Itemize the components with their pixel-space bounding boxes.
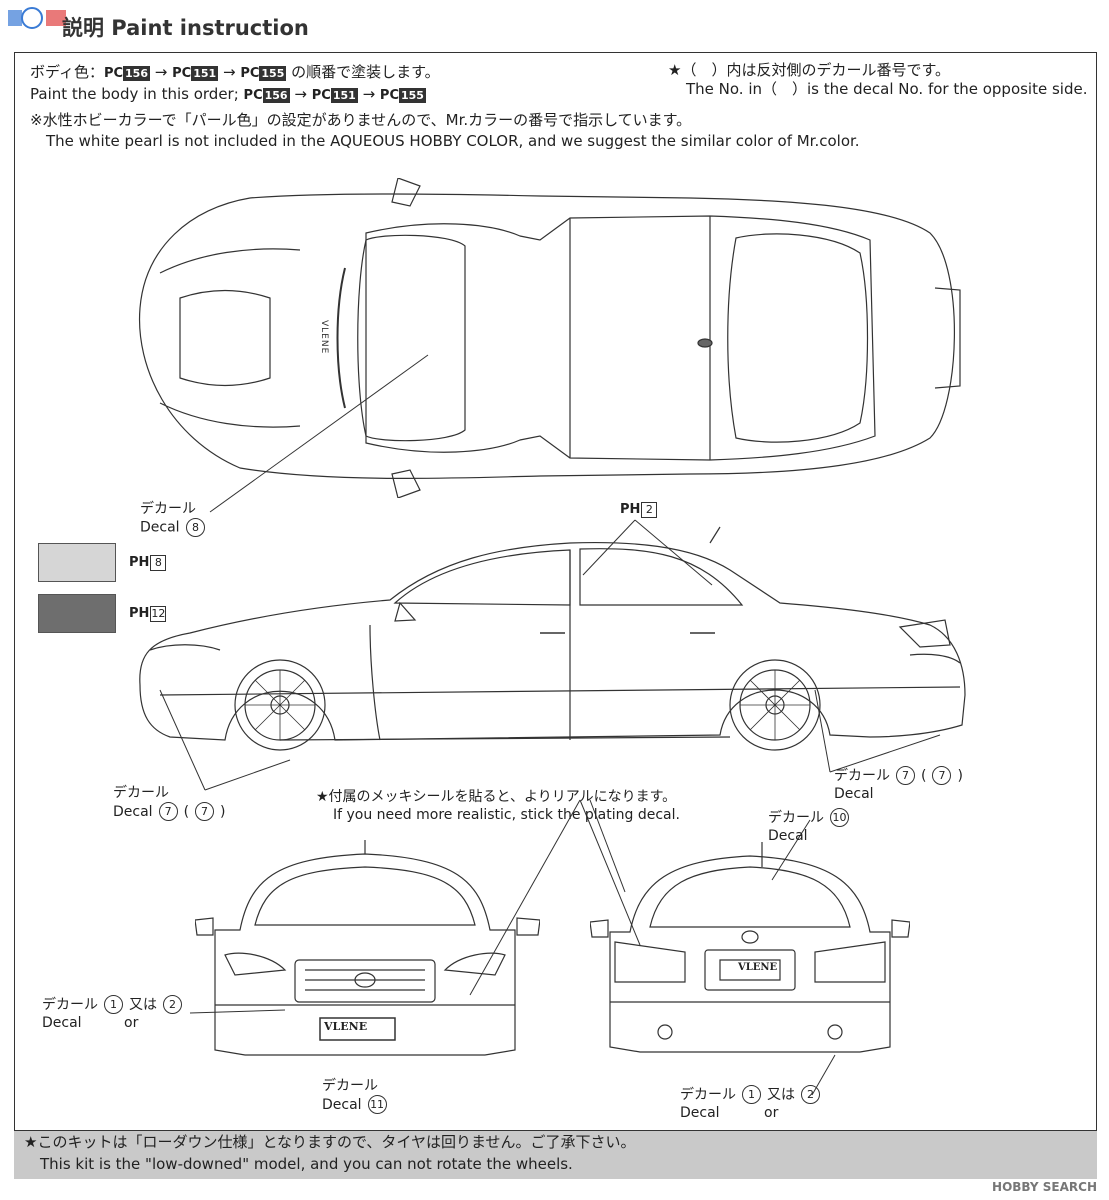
plating-note-en: If you need more realistic, stick the pl…	[333, 807, 680, 823]
footer-note-jp: ★このキットは「ローダウン仕様」となりますので、タイヤは回りません。ご了承下さい…	[24, 1133, 636, 1151]
rear-plate-text: VLENE	[738, 962, 778, 973]
decal-number-11: 11	[367, 1095, 387, 1114]
pearl-note-jp: ※水性ホビーカラーで「パール色」の設定がありませんので、Mr.カラーの番号で指示…	[30, 111, 692, 129]
front-bottom-decal-label: デカール Decal 11	[322, 1077, 389, 1114]
car-rear-view	[590, 842, 910, 1072]
side-left-decal-label: デカール Decal 7(7)	[113, 785, 226, 821]
decal-number-2: 2	[163, 995, 182, 1014]
opposite-note-jp: ★（ ）内は反対側のデカール番号です。	[668, 61, 950, 79]
top-decal-label: デカール Decal 8	[140, 500, 207, 537]
car-top-view	[130, 178, 980, 498]
plating-note-jp: ★付属のメッキシールを貼ると、よりリアルになります。	[316, 789, 677, 805]
side-right-decal-label: デカール 7(7) Decal	[834, 766, 963, 802]
color-swatch-dark	[38, 594, 116, 633]
rear-top-decal-label: デカール 10 Decal	[768, 808, 851, 845]
decal-number-8: 8	[186, 518, 206, 537]
hobbysearch-credit: HOBBY SEARCH	[992, 1180, 1097, 1194]
footer-note-en: This kit is the "low-downed" model, and …	[40, 1155, 573, 1173]
decal-number-7-right-opposite: 7	[932, 766, 952, 785]
front-plate-text: VLENE	[324, 1020, 368, 1033]
watermark-logo	[8, 4, 66, 38]
rear-decal-label: デカール 1 又は 2 Decal or	[680, 1085, 822, 1122]
decal-number-10: 10	[830, 808, 849, 827]
decal-number-7-right: 7	[896, 766, 915, 785]
page-title: 説明 Paint instruction	[62, 16, 309, 40]
pearl-note-en: The white pearl is not included in the A…	[46, 132, 860, 150]
decal-number-7: 7	[158, 802, 178, 821]
decal-number-1: 1	[104, 995, 123, 1014]
rear-decal-number-2: 2	[801, 1085, 820, 1104]
color-swatch-light	[38, 543, 116, 582]
front-decal-label: デカール 1 又は 2 Decal or	[42, 995, 184, 1032]
roof-vlene-text: VLENE	[319, 320, 329, 355]
opposite-note-en: The No. in（ ）is the decal No. for the op…	[686, 80, 1088, 98]
rear-decal-number-1: 1	[742, 1085, 761, 1104]
car-front-view	[195, 840, 540, 1070]
car-side-view	[130, 525, 975, 775]
footer-note-bar	[14, 1130, 1097, 1179]
decal-number-7-opposite: 7	[195, 802, 215, 821]
